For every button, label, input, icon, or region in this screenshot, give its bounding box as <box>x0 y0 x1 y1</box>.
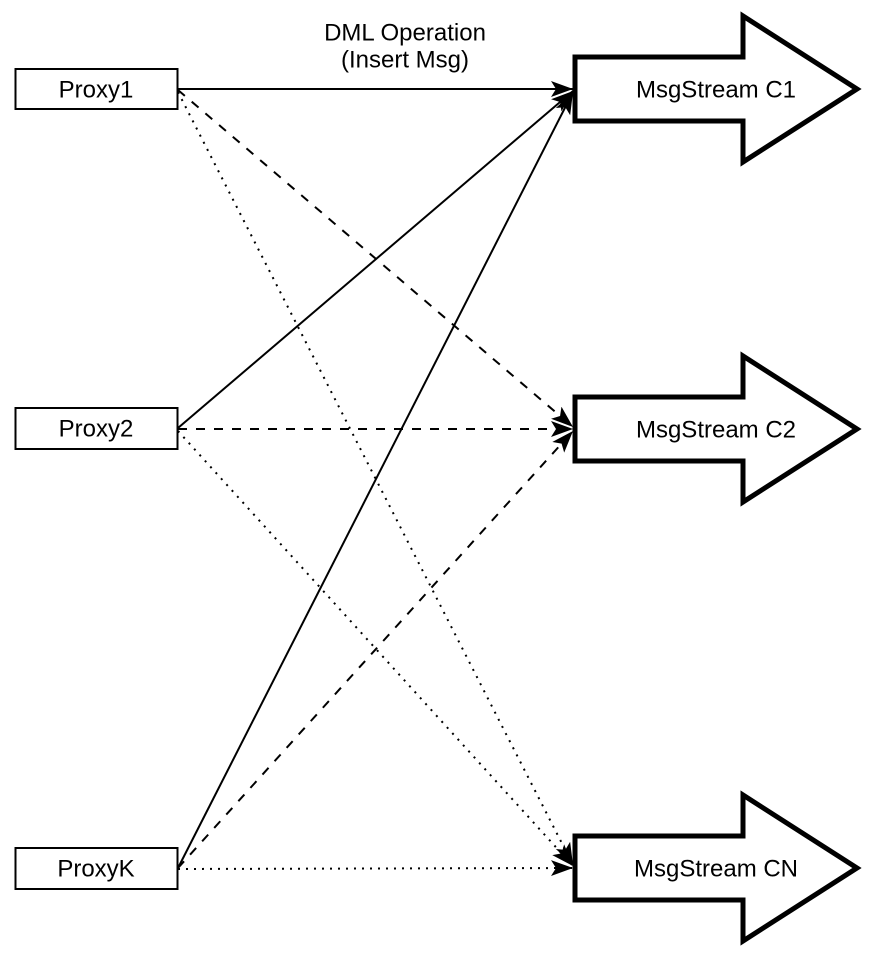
proxy2-node: Proxy2 <box>14 407 179 450</box>
proxy-nodes: Proxy1 Proxy2 ProxyK <box>14 68 179 890</box>
edge-proxyk-to-cn <box>177 860 574 877</box>
msgstream-c2-arrow-shape <box>572 351 862 507</box>
msgstream-c2-node: MsgStream C2 <box>572 351 862 507</box>
edge-proxyk-to-c1 <box>177 91 574 869</box>
msgstream-c1-arrow-shape <box>572 11 862 167</box>
dml-operation-label-line2: (Insert Msg) <box>341 47 469 74</box>
edges <box>177 81 574 877</box>
msgstream-c1-node: MsgStream C1 <box>572 11 862 167</box>
msgstream-cn-arrow-shape <box>572 790 862 946</box>
dml-operation-label-line1: DML Operation <box>324 20 486 47</box>
msgstream-cn-node: MsgStream CN <box>572 790 862 946</box>
proxy2-box <box>14 407 179 450</box>
msgstream-c1-label: MsgStream C1 <box>636 77 796 104</box>
proxy2-label: Proxy2 <box>59 416 134 443</box>
edge-proxy1-to-cn <box>177 91 574 866</box>
proxyk-node: ProxyK <box>14 847 179 890</box>
proxy1-node: Proxy1 <box>14 68 179 110</box>
edge-proxy2-to-cn <box>177 430 574 867</box>
msgstream-cn-label: MsgStream CN <box>634 856 798 883</box>
proxy1-label: Proxy1 <box>59 77 134 104</box>
edge-proxyk-to-c2 <box>177 430 574 869</box>
edge-proxy1-to-c2 <box>177 89 574 428</box>
proxyk-box <box>14 847 179 890</box>
proxyk-label: ProxyK <box>57 856 134 883</box>
msgstream-c2-label: MsgStream C2 <box>636 417 796 444</box>
stream-nodes: MsgStream C1 MsgStream C2 MsgStream CN <box>572 11 862 946</box>
proxy1-box <box>14 68 179 110</box>
annotation: DML Operation (Insert Msg) <box>324 20 486 74</box>
